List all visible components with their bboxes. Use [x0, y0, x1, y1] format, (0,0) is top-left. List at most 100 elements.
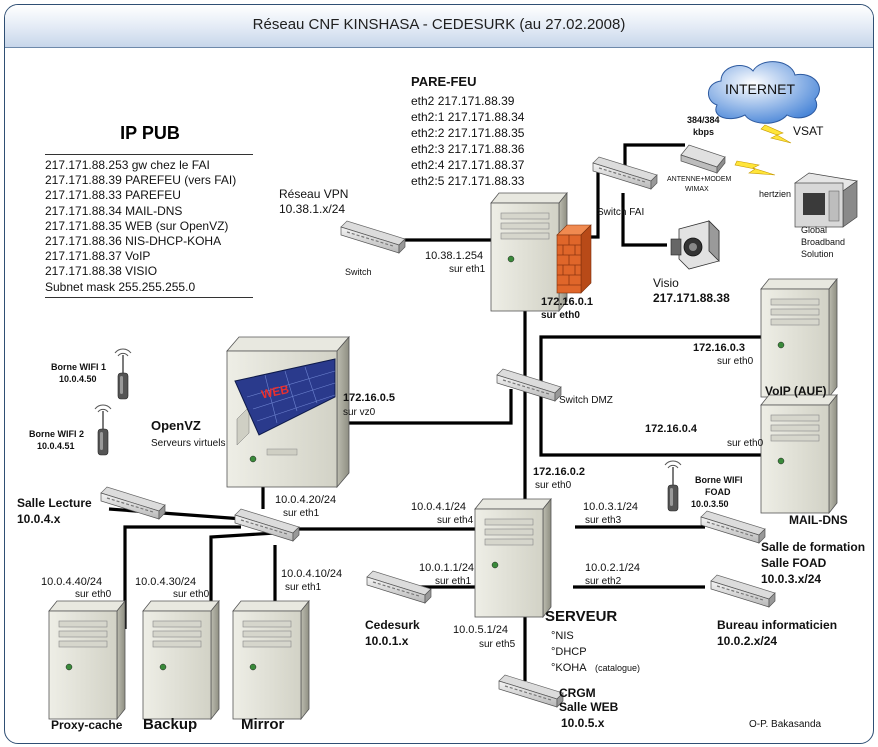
- crgm-room: Salle WEB: [559, 700, 619, 714]
- server-eth5-ip: 10.0.5.1/24: [453, 624, 508, 636]
- cedesurk-net: 10.0.1.x: [365, 634, 409, 648]
- mirror-if: sur eth1: [285, 582, 322, 593]
- server-koha-note: (catalogue): [595, 663, 640, 673]
- provider-label-2: Broadband: [801, 237, 845, 247]
- maildns-name: MAIL-DNS: [789, 513, 848, 527]
- firewall-server: [490, 192, 568, 312]
- server-dmz-ip: 172.16.0.2: [533, 466, 585, 478]
- cedesurk-name: Cedesurk: [365, 618, 420, 632]
- provider-label-1: Global: [801, 225, 827, 235]
- visio-name: Visio: [653, 276, 679, 290]
- visio-camera-icon: [670, 220, 720, 270]
- wifi-foad-name: Borne WIFI: [695, 475, 743, 485]
- wifi-foad-line2: FOAD: [705, 487, 731, 497]
- bureau-net: 10.0.2.x/24: [717, 634, 777, 648]
- modem-label: ANTENNE+MODEM: [667, 176, 732, 183]
- openvz-lan-ip: 10.0.4.20/24: [275, 494, 336, 506]
- ip-pub-subnet-mask: Subnet mask 255.255.255.0: [45, 279, 196, 294]
- server-eth1-ip: 10.0.1.1/24: [419, 562, 474, 574]
- backup-ip: 10.0.4.30/24: [135, 576, 196, 588]
- server-eth4-ip: 10.0.4.1/24: [411, 501, 466, 513]
- network-diagram: PARE-FEU eth2 217.171.88.39 eth2:1 217.1…: [17, 61, 865, 733]
- voip-if: sur eth0: [717, 356, 754, 367]
- ip-pub-rule: [45, 296, 253, 298]
- cedesurk-switch: [366, 570, 432, 604]
- firewall-line: eth2:3 217.171.88.36: [411, 142, 525, 156]
- wifi1-name: Borne WIFI 1: [51, 362, 106, 372]
- server-eth2-ip: 10.0.2.1/24: [585, 562, 640, 574]
- voip-server: [760, 278, 838, 398]
- firewall-line: eth2:4 217.171.88.37: [411, 158, 525, 172]
- mirror-server: [232, 600, 310, 720]
- firewall-lan-ip: 172.16.0.1: [541, 296, 593, 308]
- wifi-foad-antenna-icon: [664, 460, 682, 512]
- wifi2-antenna-icon: [94, 404, 112, 456]
- provider-label-3: Solution: [801, 249, 834, 259]
- proxy-ip: 10.0.4.40/24: [41, 576, 102, 588]
- server-eth5-if: sur eth5: [479, 639, 516, 650]
- salle-foad-name: Salle FOAD: [761, 556, 827, 570]
- internet-cloud-icon: [708, 61, 820, 124]
- mirror-ip: 10.0.4.10/24: [281, 568, 342, 580]
- speed-unit-label: kbps: [693, 127, 714, 137]
- vsat-lightning-icon: [760, 124, 792, 144]
- author-credit: O-P. Bakasanda: [749, 719, 822, 730]
- voip-ip: 172.16.0.3: [693, 342, 745, 354]
- ip-pub-line: 217.171.88.39 PAREFEU (vers FAI): [45, 173, 237, 188]
- hertzien-label: hertzien: [759, 189, 791, 199]
- server-eth2-if: sur eth2: [585, 576, 622, 587]
- ip-pub-line: 217.171.88.253 gw chez le FAI: [45, 158, 210, 172]
- backup-if: sur eth0: [173, 589, 210, 600]
- internet-label: INTERNET: [725, 81, 795, 97]
- firewall-line: eth2 217.171.88.39: [411, 94, 515, 108]
- server-eth4-if: sur eth4: [437, 515, 474, 526]
- openvz-vz-ip: 172.16.0.5: [343, 392, 395, 404]
- backup-name: Backup: [143, 716, 197, 733]
- modem-icon: [680, 144, 726, 174]
- server-eth1-if: sur eth1: [435, 576, 472, 587]
- wifi1-antenna-icon: [114, 348, 132, 400]
- title-bar: Réseau CNF KINSHASA - CEDESURK (au 27.02…: [5, 5, 873, 48]
- openvz-subtitle: Serveurs virtuels: [151, 438, 225, 449]
- vpn-switch: [340, 220, 406, 254]
- crgm-switch: [498, 674, 564, 708]
- vsat-label: VSAT: [793, 124, 824, 138]
- openvz-vz-if: sur vz0: [343, 407, 376, 418]
- crgm-net: 10.0.5.x: [561, 716, 605, 730]
- server-role: °NIS: [551, 630, 574, 642]
- firewall-vpn-if: sur eth1: [449, 264, 486, 275]
- switch-dmz-label: Switch DMZ: [559, 395, 613, 406]
- ip-pub-line: 217.171.88.35 WEB (sur OpenVZ): [45, 218, 229, 233]
- web-solar-panel-icon: [234, 358, 336, 436]
- server-role: °KOHA: [551, 662, 587, 674]
- proxy-if: sur eth0: [75, 589, 112, 600]
- bureau-name: Bureau informaticien: [717, 618, 837, 632]
- crgm-name: CRGM: [559, 686, 596, 700]
- ip-pub-line: 217.171.88.37 VoIP: [45, 249, 151, 264]
- diagram-frame: Réseau CNF KINSHASA - CEDESURK (au 27.02…: [4, 4, 874, 744]
- ip-pub-line: 217.171.88.36 NIS-DHCP-KOHA: [45, 234, 222, 249]
- wifi1-ip: 10.0.4.50: [59, 374, 97, 384]
- ip-pub-line: 217.171.88.33 PAREFEU: [45, 188, 181, 203]
- web-badge: WEB: [260, 382, 291, 402]
- hertzien-lightning-icon: [734, 160, 776, 176]
- salle-formation-name: Salle de formation: [761, 540, 865, 554]
- ip-pub-line: 217.171.88.34 MAIL-DNS: [45, 203, 183, 218]
- server-eth3-ip: 10.0.3.1/24: [583, 501, 638, 513]
- main-server: [474, 498, 552, 618]
- salle-lecture-name: Salle Lecture: [17, 496, 92, 510]
- backup-server: [142, 600, 220, 720]
- speed-label: 384/384: [687, 115, 720, 125]
- openvz-lan-if: sur eth1: [283, 508, 320, 519]
- visio-ip: 217.171.88.38: [653, 291, 730, 305]
- ip-pub-line: 217.171.88.38 VISIO: [45, 264, 158, 279]
- ip-pub-panel: IP PUB 217.171.88.253 gw chez le FAI 217…: [45, 123, 255, 298]
- firewall-line: eth2:5 217.171.88.33: [411, 174, 525, 188]
- proxy-name: Proxy-cache: [51, 718, 123, 732]
- server-dmz-if: sur eth0: [535, 480, 572, 491]
- wifi2-ip: 10.0.4.51: [37, 441, 75, 451]
- ip-pub-title: IP PUB: [120, 123, 180, 143]
- vpn-net: 10.38.1.x/24: [279, 202, 345, 216]
- broadband-station-icon: [794, 172, 858, 228]
- firewall-lan-if: sur eth0: [541, 310, 580, 321]
